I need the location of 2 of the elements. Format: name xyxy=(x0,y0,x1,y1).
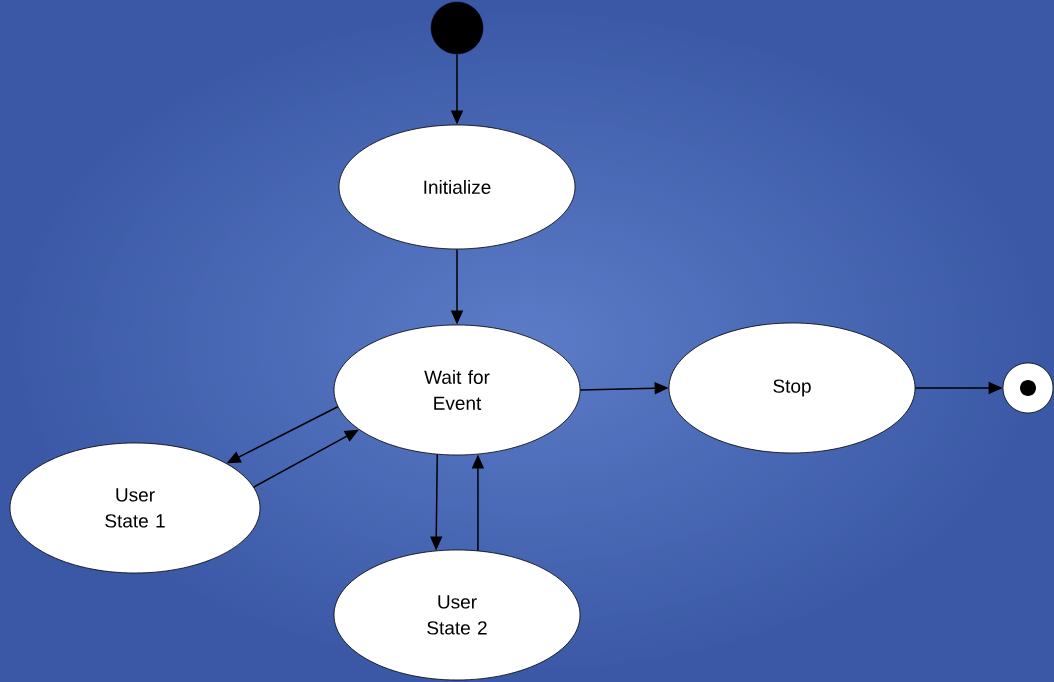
start-circle xyxy=(430,1,484,55)
end-circle xyxy=(1002,362,1054,414)
